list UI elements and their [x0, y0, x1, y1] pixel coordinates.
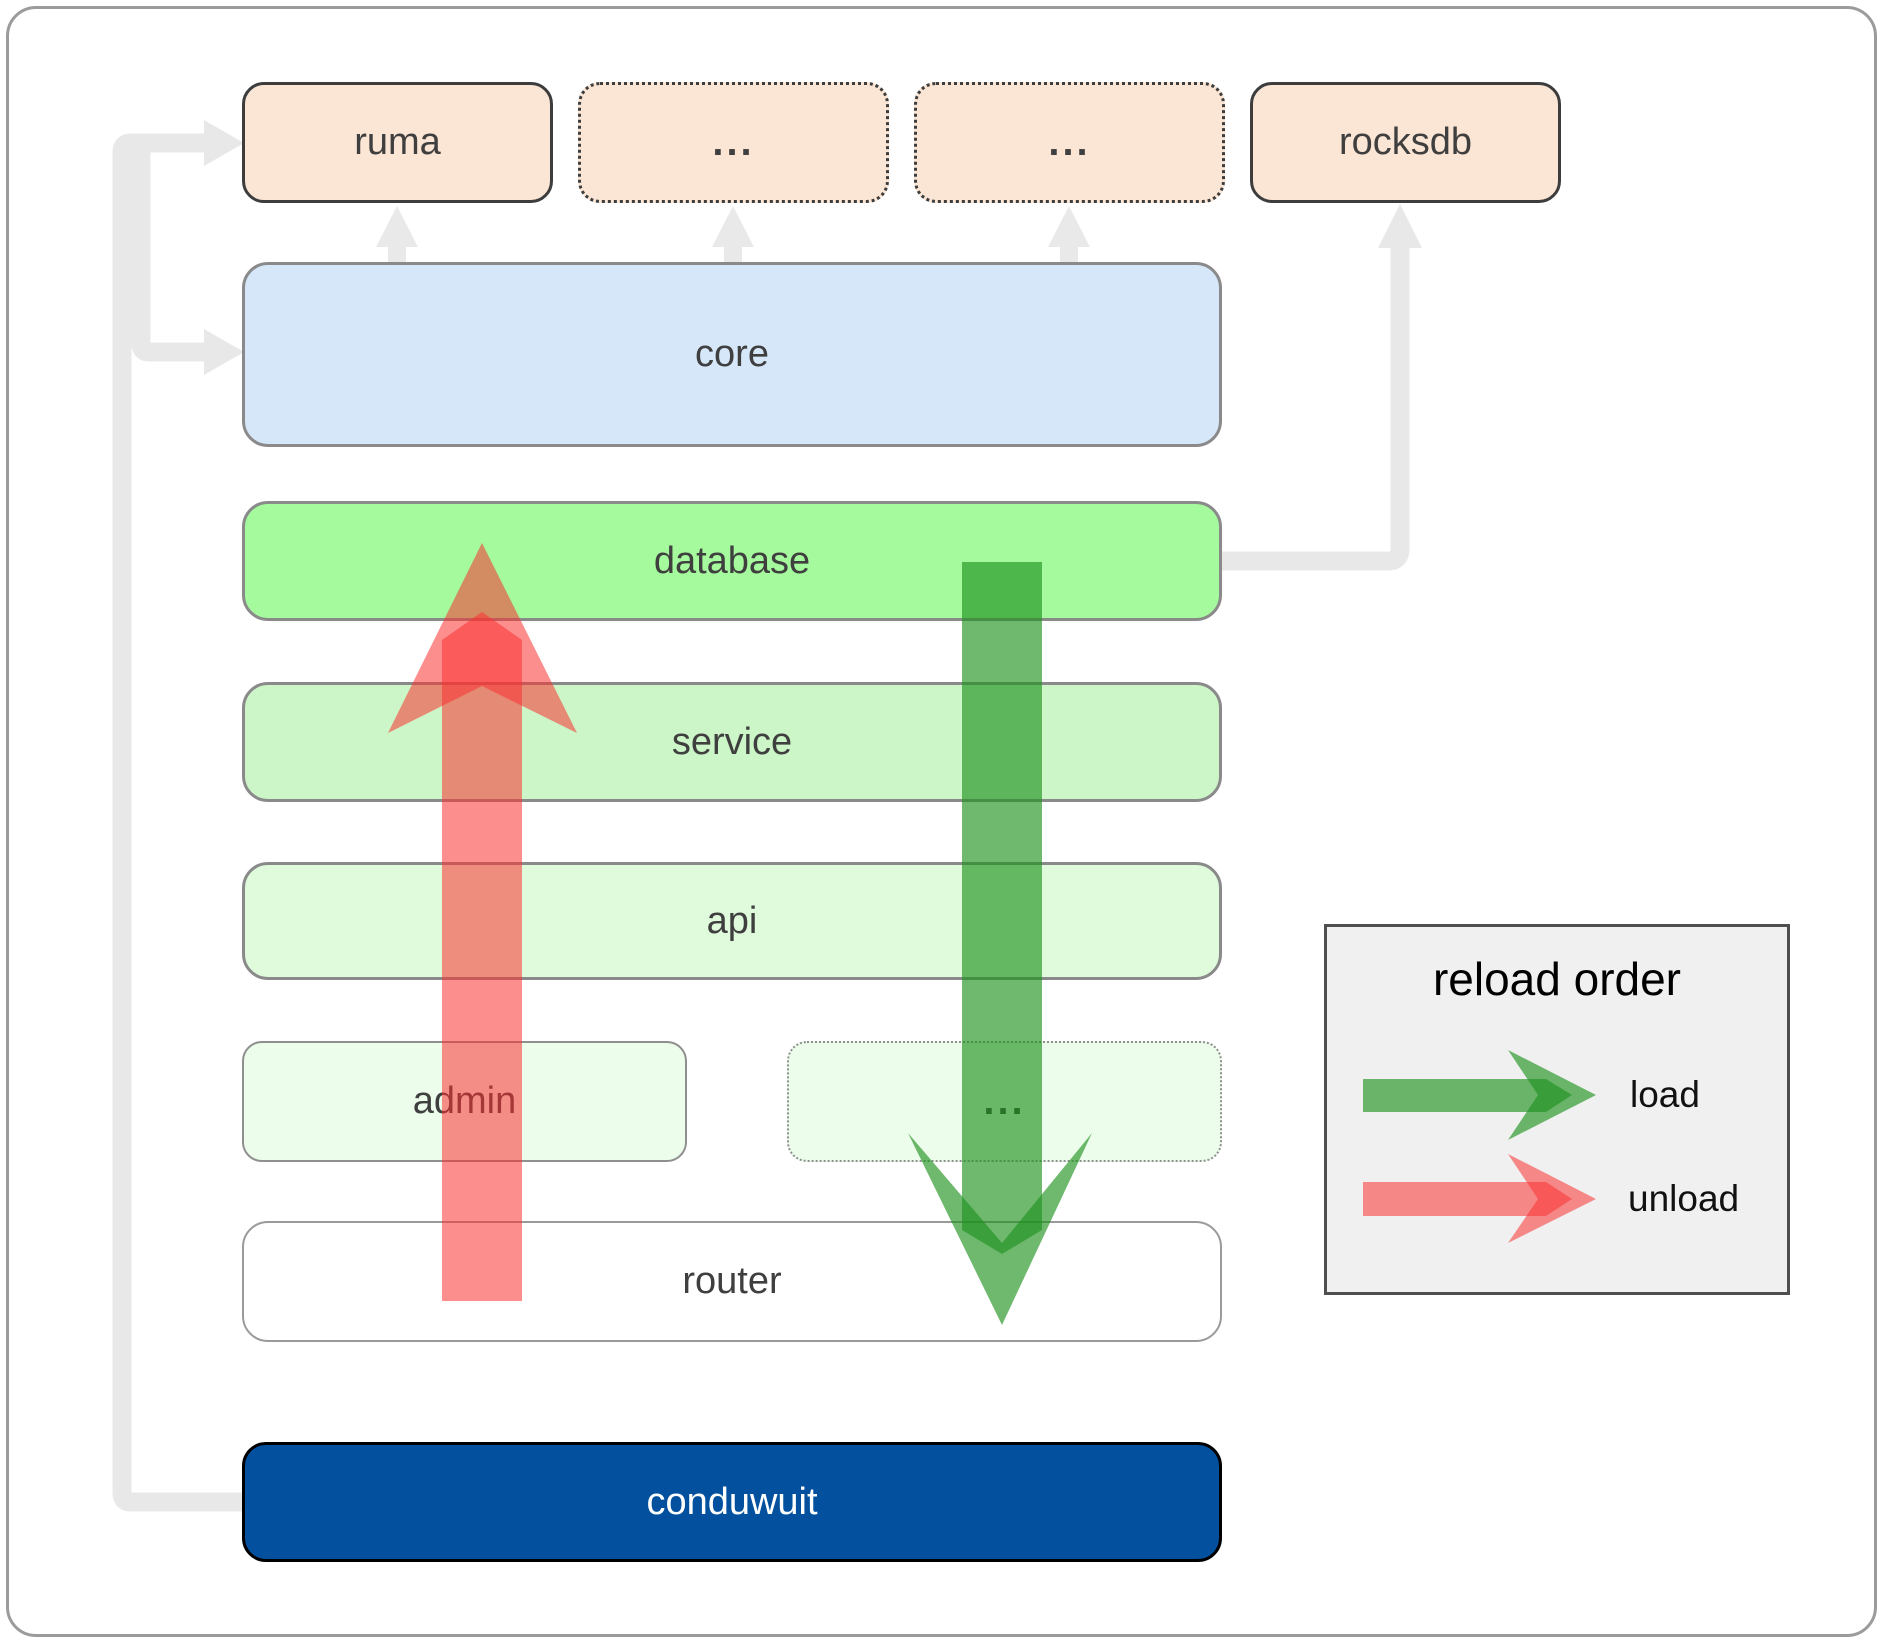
node-admin: admin	[242, 1041, 687, 1162]
legend-title: reload order	[1432, 953, 1682, 1005]
node-api: api	[242, 862, 1222, 980]
node-database-label: database	[653, 539, 811, 582]
node-router-label: router	[682, 1260, 782, 1302]
node-database: database	[242, 501, 1222, 621]
node-admin-label: admin	[412, 1080, 517, 1122]
node-api-label: api	[706, 899, 758, 942]
legend-load-label: load	[1630, 1074, 1700, 1115]
node-ruma: ruma	[242, 82, 553, 203]
node-router: router	[242, 1221, 1222, 1342]
diagram-frame	[6, 6, 1877, 1637]
node-service-label: service	[671, 720, 793, 763]
node-ellipsis-3: ...	[787, 1041, 1222, 1162]
node-core: core	[242, 262, 1222, 447]
node-conduwuit: conduwuit	[242, 1442, 1222, 1562]
node-ruma-label: ruma	[354, 121, 441, 163]
node-conduwuit-label: conduwuit	[646, 1480, 818, 1523]
node-ellipsis-2-label: ...	[1048, 120, 1091, 164]
node-ellipsis-1-label: ...	[712, 120, 755, 164]
node-core-label: core	[695, 333, 769, 375]
node-ellipsis-3-label: ...	[983, 1079, 1026, 1123]
node-rocksdb-label: rocksdb	[1338, 121, 1473, 163]
node-ellipsis-2: ...	[914, 82, 1225, 203]
node-ellipsis-1: ...	[578, 82, 889, 203]
node-rocksdb: rocksdb	[1250, 82, 1561, 203]
legend-unload-label: unload	[1628, 1178, 1740, 1219]
node-service: service	[242, 682, 1222, 802]
